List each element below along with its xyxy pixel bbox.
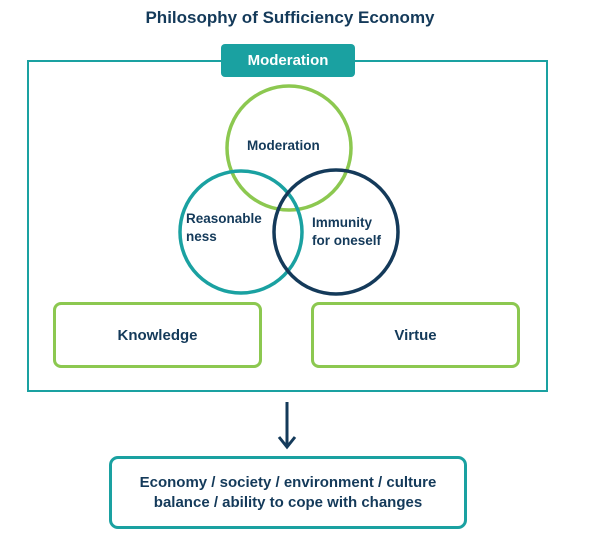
frame-tab-label: Moderation xyxy=(221,44,355,77)
venn-label-moderation: Moderation xyxy=(247,138,320,153)
venn-label-immunity-line1: Immunity xyxy=(312,215,373,230)
venn-label-reasonableness-line1: Reasonable xyxy=(186,211,262,226)
venn-label-reasonableness-line2: ness xyxy=(186,229,217,244)
circle-moderation xyxy=(225,84,353,212)
venn-diagram xyxy=(178,84,400,296)
knowledge-box: Knowledge xyxy=(53,302,262,368)
outcome-box: Economy / society / environment / cultur… xyxy=(109,456,467,529)
venn-label-reasonableness: Reasonable ness xyxy=(186,210,262,246)
outcome-line2: balance / ability to cope with changes xyxy=(153,493,423,511)
outcome-line1: Economy / society / environment / cultur… xyxy=(139,473,437,491)
circle-reasonableness xyxy=(178,169,304,295)
diagram-title: Philosophy of Sufficiency Economy xyxy=(145,8,435,27)
venn-label-immunity: Immunity for oneself xyxy=(312,214,381,250)
down-arrow-icon xyxy=(277,402,297,450)
circle-immunity xyxy=(272,168,400,296)
virtue-box: Virtue xyxy=(311,302,520,368)
venn-label-immunity-line2: for oneself xyxy=(312,233,382,248)
